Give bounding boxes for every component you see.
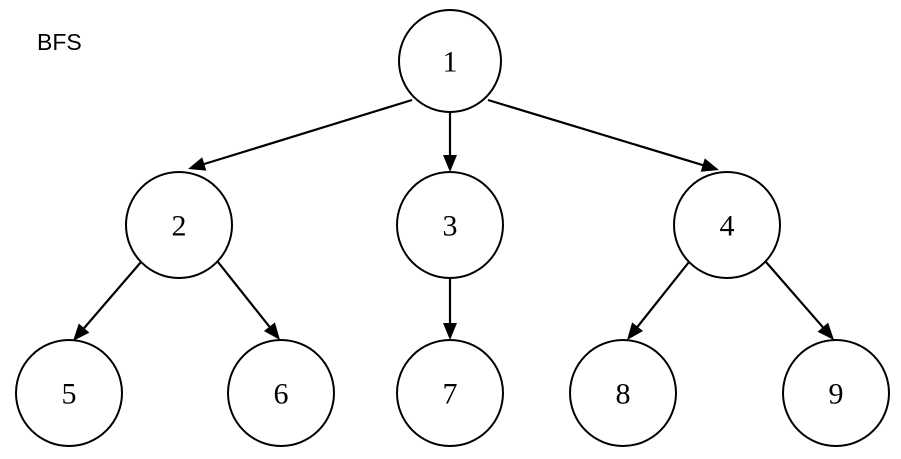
edge-1-to-3 [443,113,457,172]
edge-line [765,261,826,331]
node-label: 8 [616,378,631,411]
node-3[interactable]: 3 [396,171,504,279]
arrowhead-icon [627,322,644,340]
edge-2-to-5 [73,261,142,341]
node-label: 7 [443,378,458,411]
edge-1-to-4 [487,98,719,172]
node-4[interactable]: 4 [673,171,781,279]
arrowhead-icon [443,323,457,340]
arrowhead-icon [188,157,207,171]
diagram-title: BFS [37,29,82,55]
node-label: 6 [274,378,289,411]
node-circle[interactable] [396,171,504,279]
arrowhead-icon [817,322,834,340]
arrowhead-icon [73,323,90,341]
nodes-layer: 1 2 3 4 5 6 7 8 9 [15,9,890,447]
arrowhead-icon [700,158,719,172]
node-circle[interactable] [15,339,123,447]
edge-4-to-8 [627,261,690,340]
node-label: 9 [829,378,844,411]
node-label: 5 [62,378,77,411]
edge-line [487,98,706,167]
edge-4-to-9 [765,261,834,340]
edges-layer [73,98,834,341]
edge-line [81,261,142,332]
node-circle[interactable] [227,339,335,447]
node-5[interactable]: 5 [15,339,123,447]
arrowhead-icon [263,322,280,340]
node-circle[interactable] [673,171,781,279]
node-label: 1 [443,46,458,79]
edge-line [201,98,413,166]
edge-line [217,261,273,330]
edge-1-to-2 [188,98,413,171]
node-circle[interactable] [398,9,502,113]
node-6[interactable]: 6 [227,339,335,447]
node-label: 4 [720,210,735,243]
node-2[interactable]: 2 [125,171,233,279]
node-label: 3 [443,210,458,243]
node-circle[interactable] [782,339,890,447]
edge-3-to-7 [443,278,457,340]
node-circle[interactable] [125,171,233,279]
node-1[interactable]: 1 [398,9,502,113]
node-7[interactable]: 7 [396,339,504,447]
node-circle[interactable] [396,339,504,447]
edge-2-to-6 [217,261,280,340]
node-9[interactable]: 9 [782,339,890,447]
arrowhead-icon [443,155,457,172]
node-8[interactable]: 8 [569,339,677,447]
node-label: 2 [172,210,187,243]
edge-line [634,261,690,330]
node-circle[interactable] [569,339,677,447]
